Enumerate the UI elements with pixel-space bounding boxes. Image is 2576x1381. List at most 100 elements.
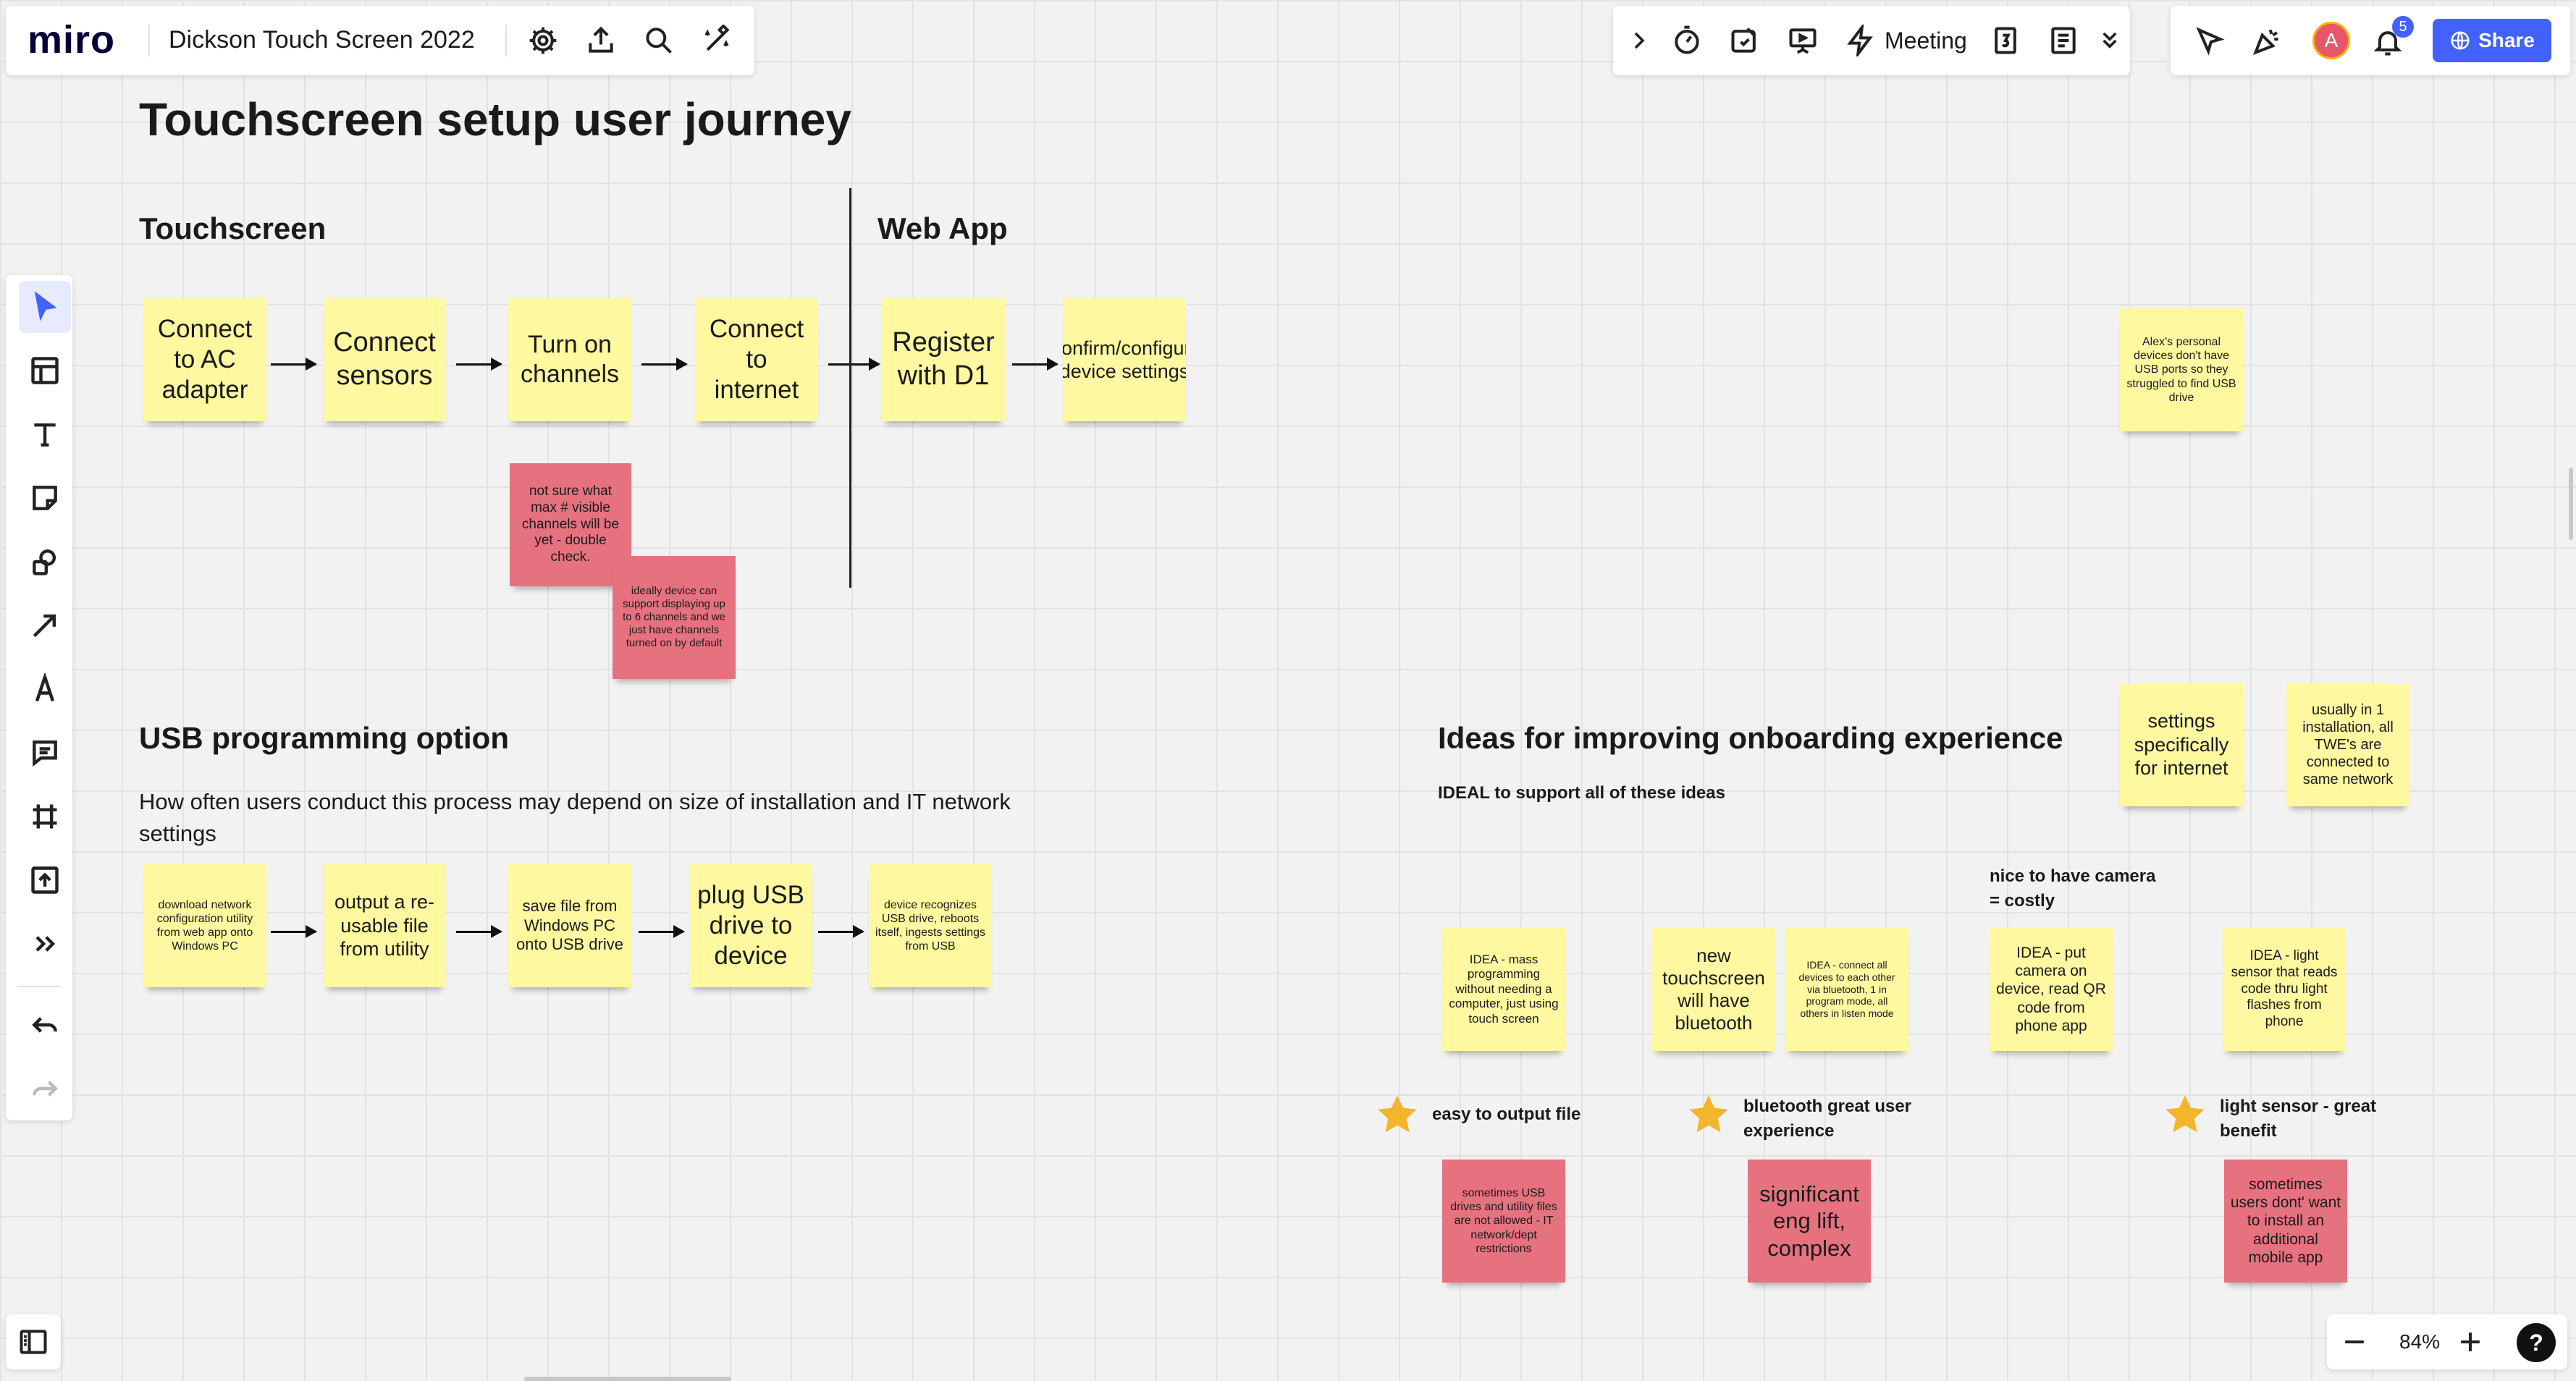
ideas-heading[interactable]: Ideas for improving onboarding experienc… <box>1438 721 2063 755</box>
zoom-controls: 84% ? <box>2327 1314 2567 1369</box>
avatar-initial: A <box>2324 29 2339 51</box>
search-icon[interactable] <box>641 23 676 58</box>
text-icon[interactable] <box>19 408 71 460</box>
sticky-idea-camera-qr[interactable]: IDEA - put camera on device, read QR cod… <box>1990 928 2113 1051</box>
divider <box>148 25 150 56</box>
avatar[interactable]: A <box>2312 22 2350 59</box>
sticky-device-recognizes[interactable]: device recognizes USB drive, reboots its… <box>869 864 992 987</box>
sticky-connect-ac[interactable]: Connect to AC adapter <box>143 298 266 421</box>
help-label: ? <box>2529 1329 2543 1356</box>
flow-arrow <box>818 925 864 938</box>
sticky-idea-mass-programming[interactable]: IDEA - mass programming without needing … <box>1442 928 1565 1051</box>
upload-icon[interactable] <box>19 854 71 906</box>
star-icon[interactable] <box>1374 1091 1420 1138</box>
flow-arrow <box>641 358 688 371</box>
sticky-register-d1[interactable]: Register with D1 <box>882 298 1005 421</box>
sticky-mobile-app[interactable]: sometimes users dont' want to install an… <box>2224 1160 2347 1283</box>
reactions-icon[interactable] <box>2250 23 2285 58</box>
zoom-in-icon[interactable] <box>2453 1325 2488 1359</box>
webapp-heading[interactable]: Web App <box>877 211 1008 245</box>
flow-arrow <box>456 925 502 938</box>
voting-icon[interactable] <box>1727 23 1762 58</box>
sticky-note-six-channels[interactable]: ideally device can support displaying up… <box>613 556 736 679</box>
settings-icon[interactable] <box>526 23 560 58</box>
chevron-down-double-icon[interactable] <box>2095 23 2124 58</box>
star-icon[interactable] <box>2162 1091 2208 1138</box>
left-toolbar <box>6 275 72 1120</box>
board-title-text[interactable]: Touchscreen setup user journey <box>139 93 851 145</box>
sticky-connect-internet[interactable]: Connect to internet <box>695 298 818 421</box>
board-list-toggle[interactable] <box>6 1314 61 1369</box>
notification-bell-icon[interactable] <box>2370 25 2405 59</box>
sticky-note-max-channels[interactable]: not sure what max # visible channels wil… <box>510 463 631 586</box>
rating-output-file[interactable]: easy to output file <box>1432 1105 1581 1124</box>
present-icon[interactable] <box>1785 23 1820 58</box>
shapes-icon[interactable] <box>19 536 71 588</box>
frame-icon[interactable] <box>19 790 71 842</box>
miro-logo[interactable]: miro <box>28 18 116 62</box>
redo-icon[interactable] <box>19 1063 71 1115</box>
touchscreen-heading[interactable]: Touchscreen <box>139 211 327 245</box>
meeting-button[interactable]: Meeting <box>1885 28 1967 54</box>
collaboration-toolbar: Meeting <box>1613 6 2130 75</box>
sticky-save-to-usb[interactable]: save file from Windows PC onto USB drive <box>508 864 631 987</box>
flow-arrow <box>1012 358 1058 371</box>
divider <box>505 25 507 56</box>
sticky-idea-light-sensor[interactable]: IDEA - light sensor that reads code thru… <box>2223 928 2346 1051</box>
sticky-turn-on-channels[interactable]: Turn on channels <box>508 298 631 421</box>
flow-arrow <box>271 925 317 938</box>
zoom-level[interactable]: 84% <box>2399 1330 2441 1353</box>
comment-icon[interactable] <box>19 727 71 779</box>
flow-arrow <box>271 358 317 371</box>
magic-icon[interactable] <box>699 23 734 58</box>
sticky-usb-restrictions[interactable]: sometimes USB drives and utility files a… <box>1442 1160 1565 1283</box>
sticky-idea-bluetooth-connect[interactable]: IDEA - connect all devices to each other… <box>1785 928 1908 1051</box>
upload-icon[interactable] <box>584 23 618 58</box>
notification-badge: 5 <box>2392 16 2414 38</box>
zoom-out-icon[interactable] <box>2337 1325 2372 1359</box>
sticky-settings-internet[interactable]: settings specifically for internet <box>2120 683 2243 806</box>
undo-icon[interactable] <box>19 999 71 1051</box>
lightning-icon[interactable] <box>1843 23 1878 58</box>
share-label: Share <box>2478 29 2535 51</box>
help-button[interactable]: ? <box>2517 1323 2556 1362</box>
sticky-connect-sensors[interactable]: Connect sensors <box>323 298 446 421</box>
templates-icon[interactable] <box>19 345 71 397</box>
share-button[interactable]: Share <box>2433 19 2551 62</box>
sticky-new-bluetooth[interactable]: new touchscreen will have bluetooth <box>1652 928 1775 1051</box>
line-icon[interactable] <box>19 599 71 651</box>
sidebar-panel-icon <box>16 1325 51 1359</box>
sticky-alex-usb[interactable]: Alex's personal devices don't have USB p… <box>2120 308 2243 431</box>
nice-to-have-label[interactable]: nice to have camera = costly <box>1990 866 2156 911</box>
usb-heading[interactable]: USB programming option <box>139 721 509 755</box>
select-icon[interactable] <box>19 281 71 333</box>
flow-arrow <box>456 358 502 371</box>
ideas-subheading[interactable]: IDEAL to support all of these ideas <box>1438 783 1725 803</box>
more-icon[interactable] <box>19 918 71 970</box>
globe-icon <box>2451 31 2470 50</box>
sticky-output-file[interactable]: output a re-usable file from utility <box>323 864 446 987</box>
divider <box>17 986 61 987</box>
rating-bluetooth[interactable]: bluetooth great user experience <box>1743 1097 1912 1141</box>
sticky-download-utility[interactable]: download network configuration utility f… <box>143 864 266 987</box>
flow-arrow <box>639 925 685 938</box>
board-header-panel: miro Dickson Touch Screen 2022 <box>6 6 754 75</box>
counter-icon[interactable] <box>1988 23 2023 58</box>
timer-icon[interactable] <box>1670 23 1704 58</box>
sticky-confirm-settings[interactable]: Confirm/configure device settings <box>1063 298 1186 421</box>
star-icon[interactable] <box>1685 1091 1732 1138</box>
vertical-scrollbar[interactable] <box>2569 468 2573 540</box>
rating-light-sensor[interactable]: light sensor - great benefit <box>2220 1097 2377 1141</box>
chevron-right-icon[interactable] <box>1625 23 1654 58</box>
flow-arrow <box>828 358 880 371</box>
notes-icon[interactable] <box>2046 23 2081 58</box>
usb-description[interactable]: How often users conduct this process may… <box>139 789 1011 846</box>
pen-icon[interactable] <box>19 663 71 715</box>
sticky-plug-usb[interactable]: plug USB drive to device <box>689 864 812 987</box>
board-title[interactable]: Dickson Touch Screen 2022 <box>169 26 475 54</box>
sticky-same-network[interactable]: usually in 1 installation, all TWE's are… <box>2286 683 2409 806</box>
horizontal-scrollbar[interactable] <box>524 1377 731 1381</box>
cursor-flag-icon[interactable] <box>2192 23 2227 58</box>
sticky-eng-lift[interactable]: significant eng lift, complex <box>1748 1160 1871 1283</box>
sticky-note-icon[interactable] <box>19 472 71 524</box>
